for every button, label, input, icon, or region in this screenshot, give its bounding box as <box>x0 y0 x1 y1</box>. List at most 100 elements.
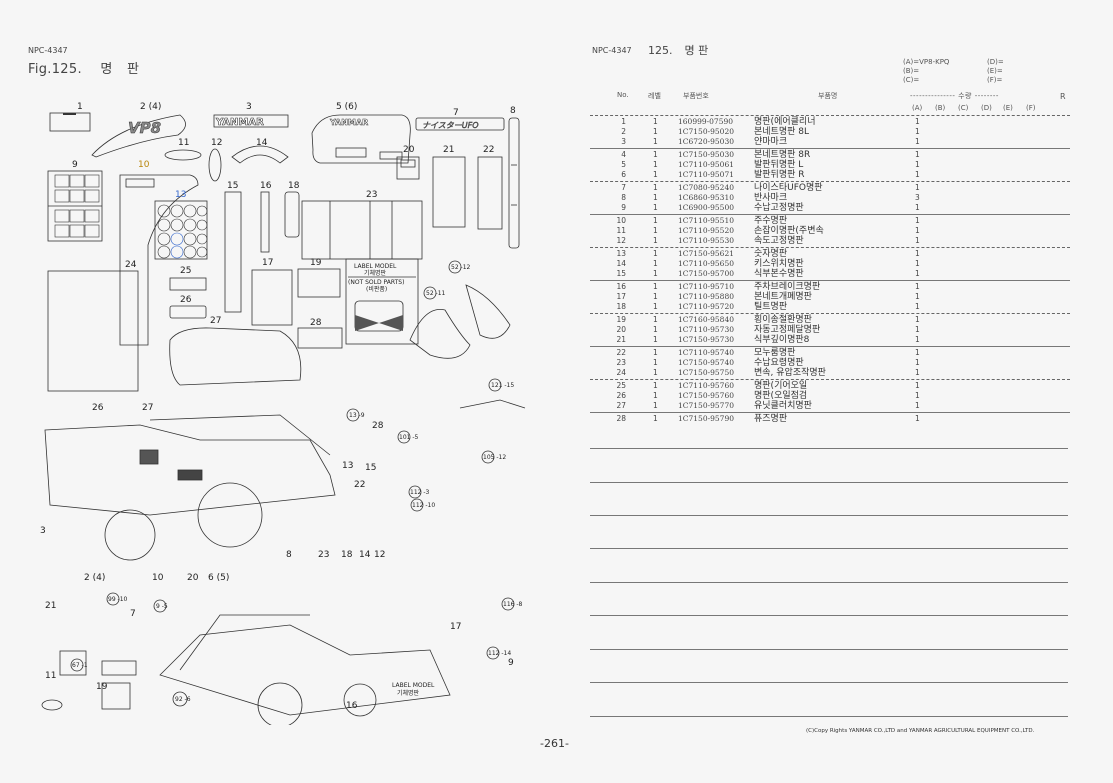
cell-part-number: 1C6720-95030 <box>678 137 734 146</box>
decal-8-reflector: 8 <box>508 106 520 249</box>
cell-part-number: 1C7150-95030 <box>678 150 734 159</box>
header-part-name: 부품명 <box>818 92 838 100</box>
figure-title-a: 명 <box>100 62 113 77</box>
cell-qty-a: 1 <box>915 348 920 357</box>
cell-no: 27 <box>616 401 626 410</box>
cell-part-name: 본네트개폐명판 <box>754 292 812 302</box>
ruled-line <box>590 716 1068 717</box>
svg-text:52 -12: 52 -12 <box>451 264 471 271</box>
decal-14: 14 <box>231 138 289 164</box>
svg-text:20: 20 <box>187 573 199 583</box>
svg-text:1: 1 <box>77 102 83 112</box>
svg-text:8: 8 <box>286 550 292 560</box>
ruled-line <box>590 448 1068 449</box>
decal-ufo: 7 ナイスターUFO <box>415 108 505 131</box>
svg-text:18: 18 <box>288 181 300 191</box>
ruled-line <box>590 548 1068 549</box>
cell-level: 1 <box>653 137 658 146</box>
svg-text:16: 16 <box>346 701 358 711</box>
decal-28: 28 <box>297 318 343 349</box>
cell-part-number: 1C7110-95740 <box>678 348 734 357</box>
page-number: -261- <box>540 737 569 750</box>
ruled-line <box>590 682 1068 683</box>
cell-no: 3 <box>621 137 626 146</box>
decal-9: 9 <box>47 160 103 242</box>
svg-text:19: 19 <box>96 682 108 692</box>
cell-level: 1 <box>653 325 658 334</box>
cell-part-name: 유닛클러치명판 <box>754 401 812 411</box>
svg-text:10: 10 <box>138 160 150 170</box>
label-model-plate: LABEL MODEL 기체명판 (NOT SOLD PARTS) (비판품) <box>345 258 419 345</box>
svg-text:67 -1: 67 -1 <box>72 662 88 669</box>
svg-text:5 (6): 5 (6) <box>336 102 357 112</box>
cell-part-name: 횡이송절환명판 <box>754 315 812 325</box>
svg-text:116 -8: 116 -8 <box>503 601 523 608</box>
decal-21: 21 <box>432 145 466 228</box>
cell-part-name: 수납요령명판 <box>754 358 804 368</box>
cell-part-number: 1C7150-95750 <box>678 368 734 377</box>
decal-27: 27 <box>169 316 302 386</box>
cell-qty-a: 1 <box>915 401 920 410</box>
model-key-left: (A)=VP8-KPQ (B)= (C)= <box>903 58 949 85</box>
svg-text:(NOT SOLD PARTS): (NOT SOLD PARTS) <box>348 279 404 286</box>
svg-text:27: 27 <box>142 403 153 413</box>
cell-qty-a: 1 <box>915 127 920 136</box>
svg-text:28: 28 <box>372 421 384 431</box>
svg-text:28: 28 <box>310 318 322 328</box>
svg-text:27: 27 <box>210 316 221 326</box>
cell-level: 1 <box>653 358 658 367</box>
model-key-right: (D)= (E)= (F)= <box>987 58 1004 85</box>
svg-text:13 -9: 13 -9 <box>349 412 365 419</box>
svg-text:21: 21 <box>443 145 454 155</box>
cell-level: 1 <box>653 282 658 291</box>
model-key-c: (C)= <box>903 76 920 84</box>
cell-part-name: 퓨즈명판 <box>754 414 788 424</box>
cell-part-number: 1C7110-95730 <box>678 325 734 334</box>
section-title: 125.명 판 <box>648 42 708 58</box>
cell-part-number: 1C7150-95700 <box>678 269 734 278</box>
decal-19: 19 <box>297 258 341 298</box>
decal-vp8: 2 (4) VP8 <box>91 102 186 158</box>
decal-yanmar: 3 YANMAR <box>213 102 289 128</box>
cell-part-number: 1C7150-95770 <box>678 401 734 410</box>
cell-no: 25 <box>616 381 626 390</box>
cell-level: 1 <box>653 269 658 278</box>
svg-text:112 -3: 112 -3 <box>410 489 430 496</box>
svg-text:ナイスターUFO: ナイスターUFO <box>422 121 479 130</box>
svg-text:YANMAR: YANMAR <box>329 118 368 127</box>
svg-text:25: 25 <box>180 266 191 276</box>
svg-text:26: 26 <box>92 403 104 413</box>
ruled-line <box>590 482 1068 483</box>
decal-13: 13 <box>154 190 208 260</box>
svg-text:9 -5: 9 -5 <box>156 603 168 610</box>
cell-part-number: 1C7150-95740 <box>678 358 734 367</box>
cell-qty-a: 3 <box>915 193 920 202</box>
svg-text:7: 7 <box>130 609 136 619</box>
model-key-b: (B)= <box>903 67 920 75</box>
assembly-ref-circles: 13 -9 101 -5 105 -12 112 -3 112 -10 99 -… <box>70 408 523 707</box>
svg-text:16: 16 <box>260 181 272 191</box>
cell-qty-a: 1 <box>915 150 920 159</box>
ruled-line <box>590 615 1068 616</box>
model-key-a: (A)=VP8-KPQ <box>903 58 950 66</box>
cell-part-number: 1C7110-95710 <box>678 282 734 291</box>
header-no: No. <box>617 91 629 99</box>
model-key-d: (D)= <box>987 58 1004 66</box>
cell-part-name: 주수명판 <box>754 216 788 226</box>
svg-text:23: 23 <box>318 550 329 560</box>
qty-col-f: (F) <box>1026 104 1036 112</box>
